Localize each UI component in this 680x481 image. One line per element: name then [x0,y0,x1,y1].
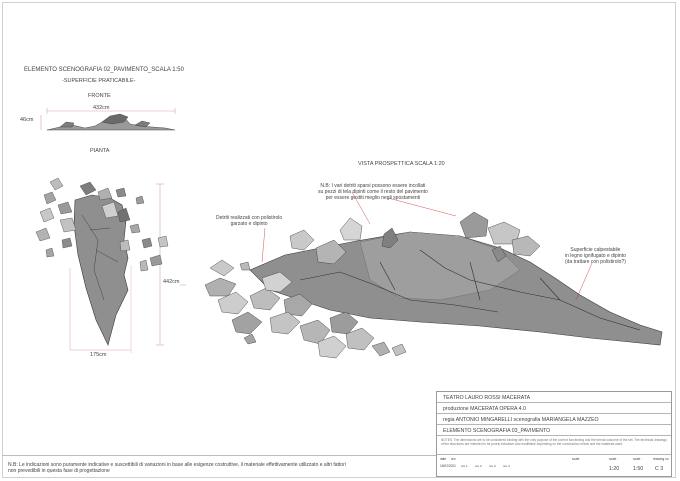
front-height-dimension: 46cm [20,117,34,123]
front-width-dimension: 432cm [93,105,110,111]
plan-width-dimension: 175cm [90,352,107,358]
revision-4: rev 4 [503,464,510,468]
polystyrene-note: Detriti realizzati con polistirolo garza… [216,215,283,228]
plan-view-label: PIANTA [90,148,110,154]
scale-value-1: 1:20 [609,466,620,472]
footer-note-box: N.B: Le indicazioni sono puramente indic… [2,455,436,478]
title-block-row-theatre: TEATRO LAURO ROSSI MACERATA [437,392,671,403]
scale-header-3: scale [633,457,641,461]
title-block-row-credits: regia ANTONIO MINGARELLI scenografia MAR… [437,414,671,425]
theatre-name: TEATRO LAURO ROSSI MACERATA [443,395,531,401]
plan-depth-dimension: 442cm [163,279,180,285]
front-view-drawing [40,108,176,131]
rev-header: rev. [451,457,457,461]
sheet-subtitle: -SUPERFICIE PRATICABILE- [62,78,136,84]
revision-1: rev 1 [461,464,468,468]
front-view-label: FRONTE [88,93,111,99]
revision-3: rev 3 [489,464,496,468]
technical-notes: NOTES: The dimensions are to be consider… [441,438,667,446]
scale-header-1: scale [572,457,580,461]
revision-2: rev 2 [475,464,482,468]
sheet-title: ELEMENTO SCENOGRAFIA 02_PAVIMENTO_SCALA … [24,67,184,73]
plan-view-drawing [35,177,186,353]
walkable-surface-note: Superficie calpestabile in legno ignifug… [565,247,626,266]
scale-value-2: 1:50 [633,466,644,472]
credits-line: regia ANTONIO MINGARELLI scenografia MAR… [443,417,599,423]
title-block-row-revisions: date rev. 16/02/2021 scale scale scale d… [437,455,671,477]
drawing-no-header: drawing no. [653,457,670,461]
debris-note: N.B: I vari detriti sparsi possono esser… [318,183,428,202]
title-block-row-production: produzione MACERATA OPERA 4.0 [437,403,671,414]
title-block-row-notes: NOTES: The dimensions are to be consider… [437,436,671,455]
footer-note: N.B: Le indicazioni sono puramente indic… [8,462,346,474]
scale-header-2: scale [609,457,617,461]
date-value: 16/02/2021 [440,464,456,468]
element-name: ELEMENTO SCENOGRAFIA 03_PAVIMENTO [443,428,551,434]
title-block: TEATRO LAURO ROSSI MACERATA produzione M… [436,391,672,477]
production-name: produzione MACERATA OPERA 4.0 [443,406,526,412]
drawing-number: C 3 [655,466,664,472]
perspective-view-drawing [204,191,663,359]
perspective-view-label: VISTA PROSPETTICA SCALA 1:20 [358,161,445,167]
date-header: date [440,457,447,461]
title-block-row-element: ELEMENTO SCENOGRAFIA 03_PAVIMENTO [437,425,671,436]
